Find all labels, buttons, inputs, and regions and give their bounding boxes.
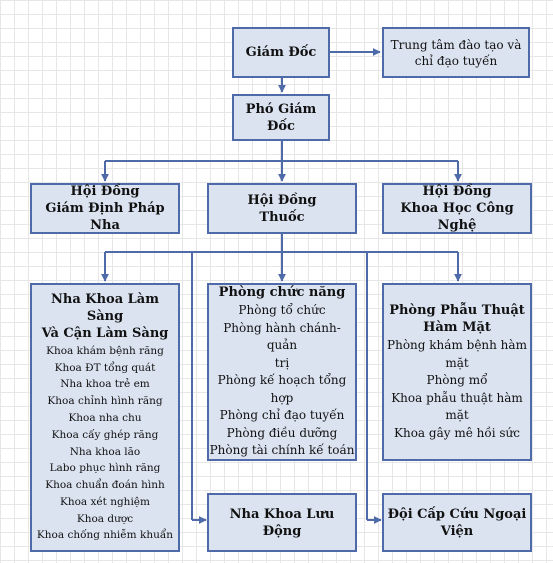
- clinical-item: Khoa xét nghiệm: [59, 495, 150, 508]
- mobile-dentistry-box: Nha Khoa Lưu Động: [207, 493, 357, 552]
- deputy-director-label: Phó Giám Đốc: [245, 101, 317, 134]
- clinical-item: Khoa dược: [76, 512, 134, 525]
- surgery-list: Phòng khám bệnh hàm mặt Phòng mổ Khoa ph…: [387, 337, 527, 442]
- surgery-item: Khoa gây mê hồi sức: [394, 425, 520, 440]
- functional-item: Phòng tài chính kế toán: [209, 443, 355, 458]
- functional-item: Phòng điều dưỡng: [226, 425, 338, 440]
- clinical-item: Khoa ĐT tổng quát: [54, 361, 156, 374]
- clinical-item: Khoa chuẩn đoán hình: [45, 479, 165, 492]
- training-center-label: Trung tâm đào tạo và chỉ đạo tuyến: [390, 37, 522, 68]
- surgery-box: Phòng Phẫu Thuật Hàm Mặt Phòng khám bệnh…: [382, 283, 532, 461]
- clinical-item: Nha khoa lão: [69, 445, 141, 458]
- drug-council-box: Hội Đồng Thuốc: [207, 183, 357, 234]
- clinical-title: Nha Khoa Làm Sàng Và Cận Làm Sàng: [41, 291, 169, 341]
- surgery-item: Phòng mổ: [426, 373, 488, 387]
- clinical-item: Khoa chống nhiễm khuẩn: [36, 529, 174, 542]
- surgery-item: Khoa phẫu thuật hàm mặt: [391, 390, 523, 423]
- science-council-label: Hội Đồng Khoa Học Công Nghệ: [400, 184, 514, 233]
- mobile-dentistry-label: Nha Khoa Lưu Động: [229, 506, 335, 539]
- clinical-item: Khoa khám bệnh răng: [46, 344, 164, 357]
- drug-council-label: Hội Đồng Thuốc: [247, 192, 317, 225]
- deputy-director-box: Phó Giám Đốc: [232, 94, 330, 141]
- clinical-list: Khoa khám bệnh răng Khoa ĐT tổng quát Nh…: [37, 343, 173, 545]
- clinical-item: Khoa cấy ghép răng: [51, 428, 159, 441]
- surgery-item: Phòng khám bệnh hàm mặt: [387, 338, 527, 370]
- training-center-box: Trung tâm đào tạo và chỉ đạo tuyến: [382, 27, 530, 78]
- director-label: Giám Đốc: [245, 45, 317, 60]
- science-council-box: Hội Đồng Khoa Học Công Nghệ: [382, 183, 532, 234]
- functional-item: Phòng kế hoạch tổng hợp: [217, 373, 347, 405]
- functional-item: Phòng hành chánh-quản trị: [223, 320, 341, 370]
- clinical-item: Khoa nha chu: [68, 411, 142, 424]
- forensic-council-box: Hội Đồng Giám Định Pháp Nha: [30, 183, 180, 234]
- functional-item: Phòng tổ chức: [238, 303, 326, 318]
- emergency-team-label: Đội Cấp Cứu Ngoại Viện: [387, 506, 527, 539]
- functional-box: Phòng chức năng Phòng tổ chức Phòng hành…: [207, 283, 357, 461]
- forensic-council-label: Hội Đồng Giám Định Pháp Nha: [45, 184, 165, 233]
- surgery-title: Phòng Phẫu Thuật Hàm Mặt: [389, 303, 525, 335]
- clinical-item: Labo phục hình răng: [49, 462, 161, 475]
- clinical-item: Nha khoa trẻ em: [60, 378, 150, 391]
- clinical-item: Khoa chỉnh hình răng: [47, 395, 163, 408]
- clinical-box: Nha Khoa Làm Sàng Và Cận Làm Sàng Khoa k…: [30, 283, 180, 552]
- director-box: Giám Đốc: [232, 27, 330, 78]
- functional-list: Phòng tổ chức Phòng hành chánh-quản trị …: [209, 302, 355, 460]
- functional-title: Phòng chức năng: [218, 285, 346, 301]
- emergency-team-box: Đội Cấp Cứu Ngoại Viện: [382, 493, 532, 552]
- functional-item: Phòng chỉ đạo tuyến: [219, 408, 345, 423]
